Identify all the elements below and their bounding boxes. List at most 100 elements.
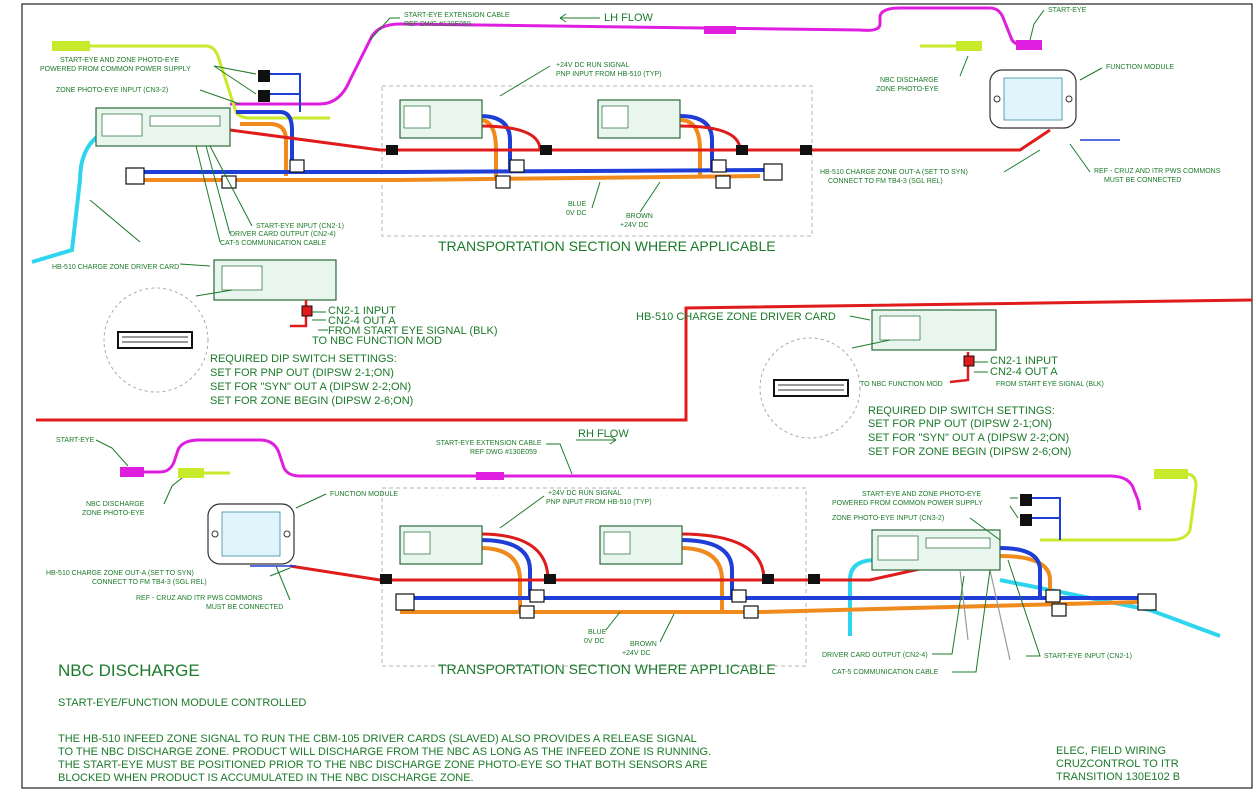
dip-switch-detail-right [778,384,844,391]
photo-eye-leads-bottom [1032,497,1061,540]
start-eye-input-label-bottom: START-EYE INPUT (CN2-1) [1044,653,1132,660]
blue-drop-bottom-1 [479,538,532,598]
notes-heading: NBC DISCHARGE [58,661,200,680]
nbc-pe-label-top-1: NBC DISCHARGE [880,77,939,84]
ext-cable-label-bottom: START-EYE EXTENSION CABLE [436,440,542,447]
nbc-pe-label-top-2: ZONE PHOTO-EYE [876,86,939,93]
cat5-label-top: CAT-5 COMMUNICATION CABLE [220,240,327,247]
inline-connectors-top [125,145,812,189]
brown-label-top-1: BROWN [626,213,653,220]
zone-pe-input-label-top: ZONE PHOTO-EYE INPUT (CN3-2) [56,87,168,94]
dip-setting-1-left: SET FOR PNP OUT (DIPSW 2-1;ON) [210,367,394,379]
title-block: ELEC, FIELD WIRING CRUZCONTROL TO ITR TR… [1056,745,1180,783]
ext-cable-label-top: START-EYE EXTENSION CABLE [404,12,510,19]
rh-flow-arrow [576,435,617,445]
cat5-cable-top [31,134,100,264]
transport-card-bottom-2 [599,525,683,565]
brown-label-bottom-2: +24V DC [622,650,651,657]
common-supply-label-top-2: POWERED FROM COMMON POWER SUPPLY [40,66,191,73]
to-nbc-label-right: TO NBC FUNCTION MOD [860,381,943,388]
transport-card-bottom-1 [399,525,483,565]
blue-label-bottom-1: BLUE [588,629,607,636]
ref-cruz-leader-top [1069,143,1091,173]
title-line-1: ELEC, FIELD WIRING [1056,745,1166,757]
blue-drop-top-1 [236,110,294,170]
zone-pe-leader-bottom [969,517,1001,541]
run-signal-label-bottom-1: +24V DC RUN SIGNAL [548,490,621,497]
dip-setting-2-left: SET FOR "SYN" OUT A (DIPSW 2-2;ON) [210,381,411,393]
zone-photo-eye-sensor-bottom [1154,469,1188,479]
sheet-border [21,3,1253,789]
driver-card-title-left: HB-510 CHARGE ZONE DRIVER CARD [52,264,179,271]
cn21-label-left: CN2-1 INPUT [328,305,396,317]
cn24-label-right: CN2-4 OUT A [990,366,1058,378]
dip-req-title-right: REQUIRED DIP SWITCH SETTINGS: [868,405,1055,417]
from-blk-label-left: FROM START EYE SIGNAL (BLK) [328,325,498,337]
bottom-section: RH FLOW START-EYE EXTENSION CABLE REF DW… [46,428,1221,677]
wire-color-leaders-bottom [605,611,675,643]
hb510-out-label-top-2: CONNECT TO FM TB4-3 (SGL REL) [828,178,943,185]
cn2-connector-left [301,305,313,317]
brown-drop-top-1 [240,122,288,176]
dip-setting-1-right: SET FOR PNP OUT (DIPSW 2-1;ON) [868,418,1052,430]
start-eye-extension-cable-bottom [140,438,1142,511]
section-divider-line [36,298,1253,422]
hb510-out-label-top-1: HB-510 CHARGE ZONE OUT-A (SET TO SYN) [820,169,968,176]
common-supply-label-bottom-1: START-EYE AND ZONE PHOTO-EYE [862,491,981,498]
wire-color-leaders-top [591,181,661,213]
cat5-label-bottom: CAT-5 COMMUNICATION CABLE [832,669,939,676]
ext-cable-ref-top: REF DWG #130E059 [404,21,471,28]
nbc-pe-leader-bottom [163,477,183,505]
run-signal-label-top-2: PNP INPUT FROM HB-510 (TYP) [556,71,662,78]
nbc-photo-eye-sensor-top [956,41,982,51]
function-module-label-bottom: FUNCTION MODULE [330,491,398,498]
dip-detail-right: HB-510 CHARGE ZONE DRIVER CARD CN2-1 INP… [636,309,1104,458]
cn24-label-left: CN2-4 OUT A [328,315,396,327]
notes-block: NBC DISCHARGE START-EYE/FUNCTION MODULE … [58,661,711,784]
blue-drop-top-3 [679,114,714,170]
ref-cruz-label-bottom-2: MUST BE CONNECTED [206,604,283,611]
run-signal-label-bottom-2: PNP INPUT FROM HB-510 (TYP) [546,499,652,506]
notes-subheading: START-EYE/FUNCTION MODULE CONTROLLED [58,697,306,709]
dip-setting-3-right: SET FOR ZONE BEGIN (DIPSW 2-6;ON) [868,446,1071,458]
cn21-label-right: CN2-1 INPUT [990,355,1058,367]
dip-zoom-circle-right [759,337,861,439]
ext-cable-ref-bottom: REF DWG #130E059 [470,449,537,456]
dip-switch-detail-left [122,336,188,343]
ext-cable-leader-bottom [546,443,573,475]
card-pin-leaders-bottom [932,559,1041,673]
ext-cable-leader-top [369,17,400,41]
brown-label-bottom-1: BROWN [630,641,657,648]
title-leader-left [179,263,211,267]
nbc-pe-label-bottom-2: ZONE PHOTO-EYE [82,510,145,517]
blue-label-top-2: 0V DC [566,210,587,217]
start-eye-leader-bottom [95,439,129,467]
driver-card-right [871,309,997,351]
brown-24v-wire-bottom [400,600,1141,614]
photo-eye-connector-bottom-2 [1020,514,1032,526]
ref-cruz-label-top-2: MUST BE CONNECTED [1104,177,1181,184]
zone-pe-input-label-bottom: ZONE PHOTO-EYE INPUT (CN3-2) [832,515,944,522]
dip-switch-block-right [773,379,849,397]
start-eye-sensor-bottom [120,467,144,477]
hb510-out-leader-top [1003,149,1041,173]
ext-cable-connector-bottom [476,472,504,480]
dip-zoom-circle-left [103,287,209,393]
common-supply-label-bottom-2: POWERED FROM COMMON POWER SUPPLY [832,500,983,507]
function-module-leader-top [1079,67,1103,81]
card-pin-leaders-top [89,145,253,243]
lh-flow-label: LH FLOW [604,12,654,24]
start-eye-sensor-top [1016,40,1042,50]
lh-flow-arrow [559,13,600,23]
driver-card-left [213,259,337,301]
zoom-leader-left [195,289,233,297]
function-module-top [989,69,1077,129]
run-signal-label-top-1: +24V DC RUN SIGNAL [556,62,629,69]
brown-label-top-2: +24V DC [620,222,649,229]
nbc-pe-leader-top [959,55,969,77]
pin-leaders-left [312,311,328,331]
hb510-out-label-bottom-2: CONNECT TO FM TB4-3 (SGL REL) [92,579,207,586]
start-eye-label-bottom: START-EYE [56,437,95,444]
notes-line-2: TO THE NBC DISCHARGE ZONE. PRODUCT WILL … [58,746,711,758]
zone-photo-eye-cable-top [86,44,330,120]
